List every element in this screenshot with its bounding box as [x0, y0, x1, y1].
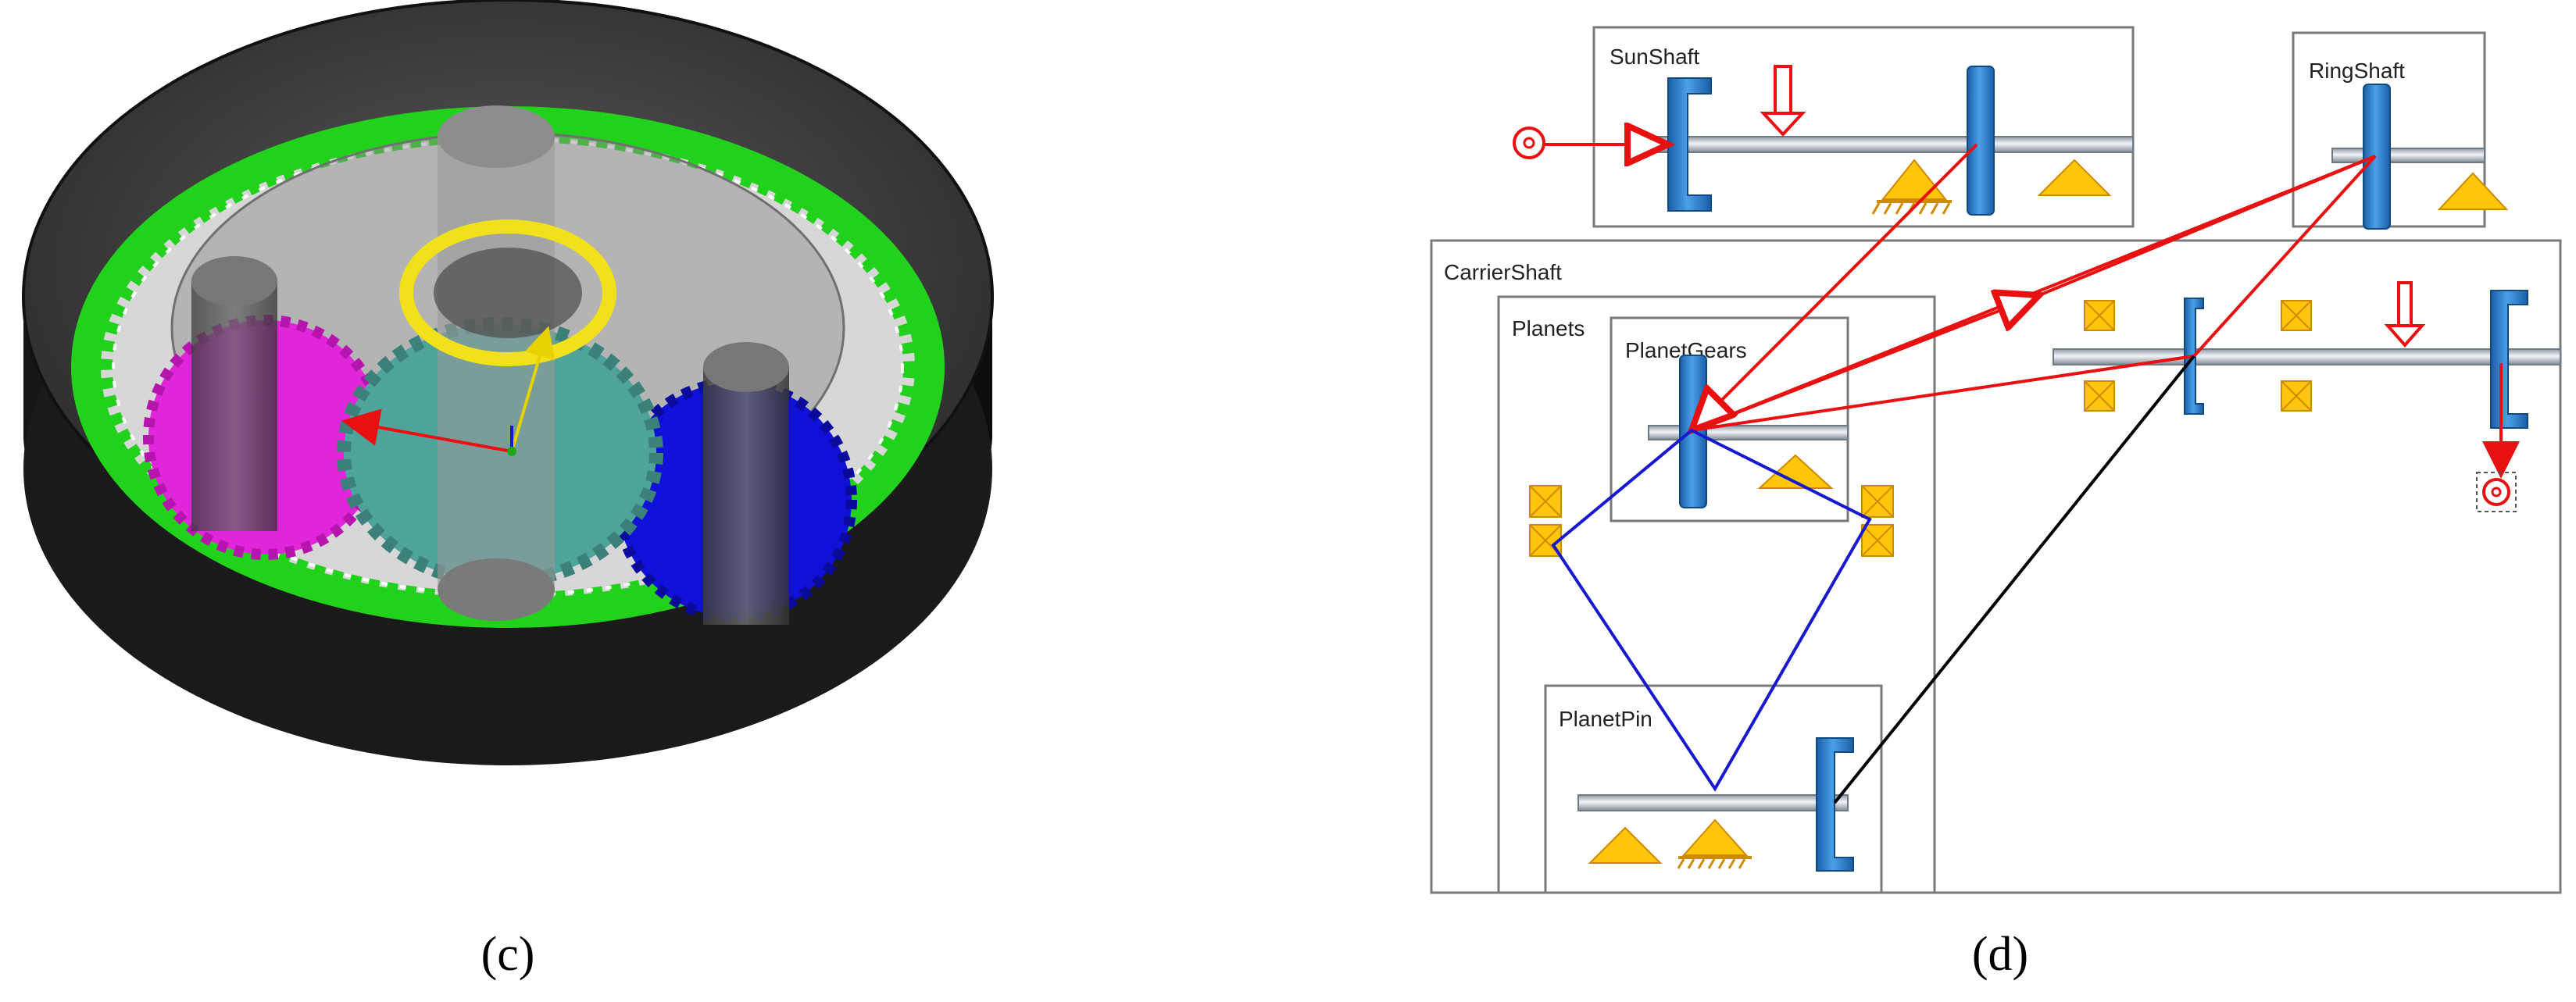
planet-gear-magenta [143, 256, 388, 560]
vector-yellow [510, 326, 556, 452]
group-ring-shaft: RingShaft [2292, 31, 2509, 230]
schematic: SunShaft RingShaft [1430, 26, 2562, 894]
link-ring-to-carrier-2 [2038, 155, 2376, 297]
svg-text:RingShaft: RingShaft [2309, 59, 2405, 83]
sun-load-arrow [1760, 65, 1806, 137]
svg-text:PlanetPin: PlanetPin [1559, 707, 1652, 731]
carrier-torque-output [2476, 363, 2520, 512]
carrier-bearing-2 [2281, 300, 2312, 412]
gearbox-render [22, 0, 994, 765]
sun-gear-disc [1967, 66, 1995, 216]
ring-shaft-bar [2331, 148, 2485, 163]
link-planet-to-carrier [1691, 355, 2195, 432]
planet-bearing-right [1861, 485, 1894, 557]
vector-red [341, 408, 513, 453]
sun-coupling-left [1667, 77, 1712, 212]
planet-bearing-left [1529, 485, 1562, 557]
sun-shaft-bar [1632, 136, 2134, 153]
caption-d: (d) [1972, 928, 2028, 981]
group-planet-pin: PlanetPin [1544, 684, 1883, 894]
planet-pin-coupling [1816, 737, 1854, 872]
ring-gear-disc [2363, 84, 2391, 230]
sun-bearing [2037, 159, 2112, 196]
link-planet-bearings [1551, 428, 1872, 792]
caption-c: (c) [481, 928, 535, 981]
planet-gear-shaft-bar [1648, 425, 1849, 440]
planet-pin-shaft-bar [1577, 794, 1849, 811]
svg-text:SunShaft: SunShaft [1610, 45, 1699, 69]
origin-point [507, 447, 516, 456]
sun-ring-yellow [399, 219, 616, 366]
connections [1551, 143, 2377, 804]
ring-bearing [2437, 172, 2509, 210]
svg-text:Planets: Planets [1512, 316, 1585, 341]
sun-torque-input [1513, 128, 1668, 158]
group-sun-shaft: SunShaft [1513, 26, 2135, 228]
planet-pin-bearing-1 [1588, 826, 1663, 864]
planet-pin-bearing-ground [1677, 818, 1752, 869]
link-ring-to-carrier [2192, 155, 2377, 358]
link-pin-to-carrier [1833, 355, 2195, 804]
carrier-shaft-bar [2053, 348, 2561, 365]
svg-text:CarrierShaft: CarrierShaft [1444, 260, 1562, 284]
link-sun-to-planet [1692, 143, 1978, 430]
carrier-bearing-1 [2084, 300, 2115, 412]
link-planet-to-carrier-arrow [1691, 295, 2039, 432]
carrier-load-arrow [2384, 281, 2426, 348]
